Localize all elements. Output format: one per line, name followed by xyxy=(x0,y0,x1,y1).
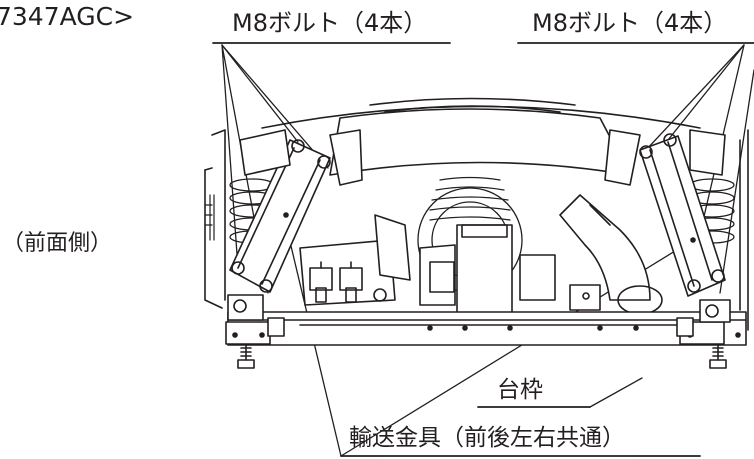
transport-fitting-label: 輸送金具（前後左右共通） xyxy=(349,425,625,451)
transport-fitting-right xyxy=(639,133,726,297)
bolt-label-left: M8ボルト（4本） xyxy=(232,9,428,37)
base-frame-label: 台枠 xyxy=(497,377,543,403)
mid-right-parts xyxy=(519,254,601,311)
transport-fitting-left xyxy=(229,139,331,293)
upper-bracket-right xyxy=(604,129,726,186)
upper-bracket-left xyxy=(239,129,363,186)
front-side-label: （前面側） xyxy=(2,231,113,256)
drain-hose xyxy=(559,194,663,315)
model-number-label: 7347AGC> xyxy=(0,2,135,31)
motor-bracket xyxy=(374,214,456,306)
left-wall-detail xyxy=(204,194,215,241)
bolt-label-right: M8ボルト（4本） xyxy=(532,9,728,37)
cabinet-outline xyxy=(204,129,749,331)
label-underlines xyxy=(212,42,754,457)
control-box xyxy=(299,239,396,306)
corner-brackets xyxy=(227,294,731,337)
adjuster-feet xyxy=(237,344,727,369)
base-frame xyxy=(225,311,747,346)
